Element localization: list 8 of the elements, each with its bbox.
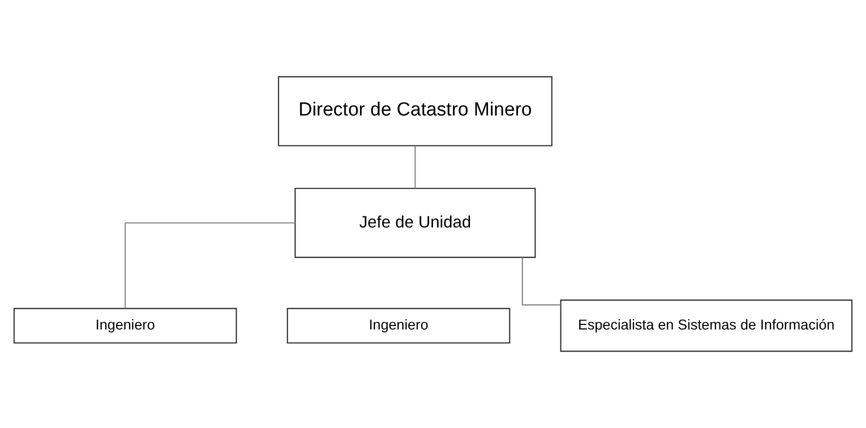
connector (522, 258, 561, 306)
node-box: Jefe de Unidad (294, 188, 536, 258)
node-box: Ingeniero (286, 308, 510, 344)
node-box: Director de Catastro Minero (278, 76, 552, 146)
node-box: Especialista en Sistemas de Información (560, 300, 852, 352)
connector (124, 222, 296, 308)
connector (414, 146, 416, 188)
node-box: Ingeniero (14, 308, 237, 344)
